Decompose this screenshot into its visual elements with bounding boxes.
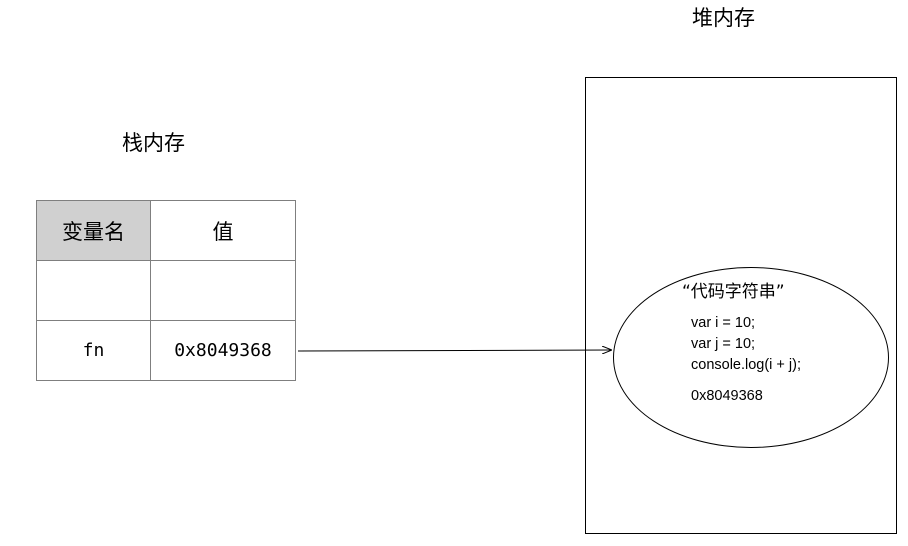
heap-memory-title: 堆内存 (692, 6, 755, 30)
code-line: var i = 10; (691, 315, 756, 331)
row-value: 0x8049368 (150, 320, 296, 381)
stack-table: 变量名 值 fn 0x8049368 (36, 200, 296, 381)
row-value (150, 260, 296, 321)
stack-table-header: 变量名 值 (36, 200, 296, 261)
reference-arrow (297, 350, 611, 351)
stack-memory-title: 栈内存 (122, 131, 185, 155)
code-line: console.log(i + j); (691, 357, 802, 373)
heap-memory-box (585, 77, 897, 534)
code-string-label: “代码字符串” (682, 282, 785, 302)
function-object-ellipse (613, 267, 889, 448)
header-value: 值 (150, 200, 296, 261)
table-row (36, 260, 296, 321)
header-variable-name: 变量名 (36, 200, 151, 261)
heap-address: 0x8049368 (691, 388, 763, 404)
code-line: var j = 10; (691, 336, 756, 352)
table-row: fn 0x8049368 (36, 320, 296, 381)
